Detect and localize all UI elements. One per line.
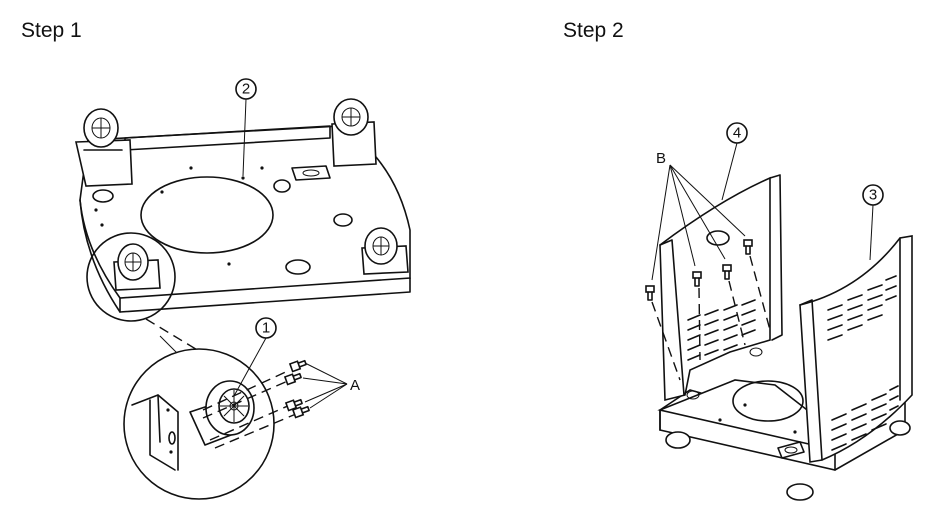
callout-1-circle <box>255 317 277 339</box>
callout-3-circle <box>862 184 884 206</box>
bolts-b <box>645 164 771 381</box>
callout-2-circle <box>235 78 257 100</box>
callout-4-label: 4 <box>733 125 741 142</box>
callout-2-label: 2 <box>242 81 250 98</box>
part-label-b: B <box>656 150 666 167</box>
caster-front-left <box>113 243 161 291</box>
callout-4-circle <box>726 122 748 144</box>
detail-highlight-circle <box>86 232 176 322</box>
caster-rear-right <box>331 98 377 167</box>
callout-1-label: 1 <box>262 320 270 337</box>
magnified-caster-detail <box>123 348 297 500</box>
bolts-a <box>283 359 348 419</box>
step-1-title: Step 1 <box>21 19 82 42</box>
part-label-a: A <box>350 377 360 394</box>
cart-frame-drawing <box>657 174 913 501</box>
step-2-title: Step 2 <box>563 19 624 42</box>
caster-rear-left <box>75 108 133 187</box>
callout-3-label: 3 <box>869 187 877 204</box>
caster-front-right <box>361 227 409 275</box>
